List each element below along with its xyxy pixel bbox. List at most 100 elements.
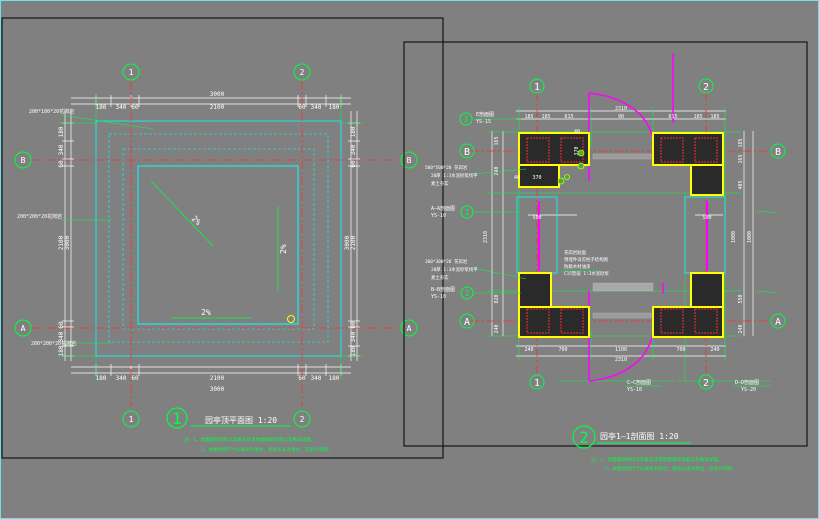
right-dim-left-4: 820 — [494, 294, 500, 303]
right-dim-top-1: 185 — [524, 114, 533, 120]
dim-left-6: 340 — [58, 331, 65, 342]
right-note-1: 注：1、地面铺装材料以及做法详见地面铺装详图以及做法详图。 — [591, 456, 722, 463]
right-dim-top-6: 185 — [693, 114, 702, 120]
dim-right-4: 2100 — [350, 235, 357, 250]
right-dim-top-2: 185 — [541, 114, 550, 120]
dim-bottom-5: 60 — [298, 375, 306, 382]
right-axis-2-bottom: 2 — [703, 378, 709, 389]
right-dim-left-3: 2310 — [483, 231, 489, 243]
right-dim-bottom-1: 240 — [524, 347, 533, 353]
right-leaders — [471, 118, 771, 387]
index-1b: 1 — [465, 208, 470, 217]
slope-label-vertical: 2% — [279, 244, 288, 254]
right-beams — [516, 196, 726, 274]
dim-top-7: 180 — [329, 104, 340, 111]
right-axis-a-left: A — [464, 317, 470, 328]
slope-label-horizontal: 2% — [201, 308, 211, 317]
sec-a-sub: YS-10 — [431, 213, 446, 219]
sec-d-sub: YS-20 — [741, 387, 756, 393]
drain-marker — [287, 315, 295, 323]
dim-right-7: 180 — [350, 345, 357, 356]
col-label-2: 20厚 1:3水泥砂浆找平 — [431, 172, 478, 179]
right-dim-top-3: 615 — [564, 114, 573, 120]
right-axis-b-left: B — [464, 147, 470, 158]
left-axis-bubbles — [14, 63, 418, 428]
dim-left-total: 3000 — [64, 235, 71, 250]
dim-top-3: 60 — [131, 104, 139, 111]
left-axis-lines — [31, 81, 401, 406]
left-sheet-frame — [1, 17, 444, 459]
left-leaders — [60, 114, 154, 344]
dim-top-1: 180 — [96, 104, 107, 111]
right-note-2: 2、本图比例尺寸以毫米为单位，标高以米为单位，见设计说明。 — [605, 465, 736, 472]
right-dim-bottom-2: 700 — [558, 347, 567, 353]
dim-right-5: 60 — [350, 321, 357, 329]
right-dim-total-top: 2310 — [615, 106, 627, 112]
dim-left-1: 180 — [58, 126, 65, 137]
sec-c-sub: YS-10 — [627, 387, 642, 393]
inner-dim-5: 500 — [532, 215, 541, 221]
right-axis-a-right: A — [775, 317, 781, 328]
left-sheet: 1 2 1 2 B A B A 3000 180 340 60 2100 60 … — [1, 17, 444, 459]
right-dim-top-7: 185 — [710, 114, 719, 120]
left-label-mid: 200*200*20花岗岩 — [17, 213, 62, 220]
right-slabs — [592, 153, 654, 319]
right-dim-bottom-total: 2310 — [615, 357, 627, 363]
sec-e-label: E剖面图 — [476, 111, 494, 118]
sec-b-sub: YS-10 — [431, 294, 446, 300]
dim-top-4: 2100 — [210, 104, 225, 111]
right-sheet-frame — [403, 41, 808, 447]
left-dimension-lines — [62, 95, 360, 376]
dim-right-3: 60 — [350, 160, 357, 168]
left-note-2: 2、本图比例尺寸以毫米为单位，标高以米为单位，见设计说明。 — [201, 446, 332, 453]
column-bottom-right — [652, 272, 724, 338]
left-axis-1-top: 1 — [129, 68, 134, 77]
dim-total-bottom: 3000 — [210, 386, 225, 393]
right-dim-bottom-5: 240 — [710, 347, 719, 353]
right-dim-top-4: 90 — [618, 114, 624, 120]
right-dim-right-5: 550 — [738, 294, 744, 303]
index-2b: 2 — [465, 289, 470, 298]
dim-right-2: 340 — [350, 144, 357, 155]
left-title-block: 1 园亭顶平面图 1:20 注：1、地面铺装材料以及做法详见地面铺装详图以及做法… — [166, 407, 332, 453]
right-dim-left-1: 240 — [494, 324, 500, 333]
note-label-3: 防腐木材油漆 — [564, 263, 591, 270]
column-top-right — [652, 132, 724, 196]
right-dim-right-2: 165 — [738, 154, 744, 163]
right-dim-bottom-4: 700 — [676, 347, 685, 353]
right-axis-1-bottom: 1 — [534, 378, 540, 389]
left-note-1: 注：1、地面铺装材料以及做法详见地面铺装详图以及做法详图。 — [184, 436, 315, 443]
note-label-1: 花岗岩贴面 — [564, 249, 587, 256]
right-dim-bottom-3: 1100 — [615, 347, 627, 353]
left-extension-lines — [59, 93, 363, 379]
left-drawing-number-bubble — [166, 407, 188, 429]
inner-dim-2: 370 — [574, 146, 580, 155]
right-dim-top-5: 615 — [668, 114, 677, 120]
arc-top — [588, 92, 654, 142]
dim-bottom-7: 180 — [329, 375, 340, 382]
dim-left-3: 60 — [58, 160, 65, 168]
right-title-block: 2 园亭1—1剖面图 1:20 注：1、地面铺装材料以及做法详见地面铺装详图以及… — [572, 425, 736, 472]
dim-top-6: 340 — [311, 104, 322, 111]
inner-dim-3: 40 — [514, 175, 520, 181]
right-side-dim: 1000 — [731, 231, 737, 243]
dim-right-6: 340 — [350, 331, 357, 342]
sec-a-label: A—A剖面图 — [431, 205, 455, 212]
dim-left-5: 60 — [58, 321, 65, 329]
left-axis-a-left: A — [21, 324, 26, 333]
arc-bottom — [588, 330, 654, 382]
right-dim-right-1: 185 — [738, 138, 744, 147]
dim-total-top: 3000 — [210, 91, 225, 98]
left-axis-2-bottom: 2 — [300, 415, 305, 424]
column-nodes — [557, 149, 585, 185]
dim-left-2: 340 — [58, 144, 65, 155]
right-dim-left-2: 165 — [494, 136, 500, 145]
left-axis-1-bottom: 1 — [129, 415, 134, 424]
left-axis-2-top: 2 — [300, 68, 305, 77]
dim-top-5: 60 — [298, 104, 306, 111]
dim-top-2: 340 — [116, 104, 127, 111]
dim-bottom-1: 180 — [96, 375, 107, 382]
dim-left-4: 2100 — [58, 235, 65, 250]
